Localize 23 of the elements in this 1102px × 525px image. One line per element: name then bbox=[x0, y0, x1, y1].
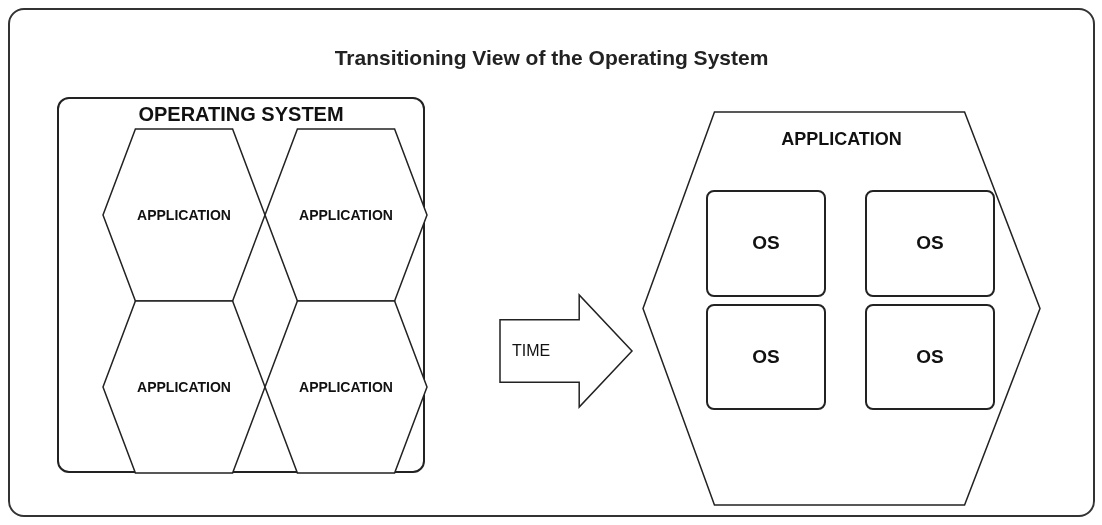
block-arrow bbox=[500, 295, 632, 407]
node-label: APPLICATION bbox=[299, 377, 393, 397]
node-label: APPLICATION bbox=[137, 205, 231, 225]
hexagon bbox=[103, 301, 265, 473]
system-panel bbox=[57, 97, 425, 473]
rounded-box bbox=[706, 304, 826, 410]
node-label: OS bbox=[916, 231, 944, 256]
rounded-box bbox=[865, 304, 995, 410]
node-label: TIME bbox=[512, 341, 551, 361]
node-label: OS bbox=[752, 344, 780, 369]
hexagon bbox=[265, 129, 427, 301]
rounded-box bbox=[865, 190, 995, 297]
rounded-box bbox=[706, 190, 826, 297]
node-label: OPERATING SYSTEM bbox=[138, 102, 344, 127]
node-label: APPLICATION bbox=[781, 128, 902, 151]
node-label: APPLICATION bbox=[299, 205, 393, 225]
hexagon bbox=[103, 129, 265, 301]
node-label: OS bbox=[916, 344, 944, 369]
hexagon bbox=[643, 112, 1040, 505]
node-label: APPLICATION bbox=[137, 377, 231, 397]
node-label: OS bbox=[752, 231, 780, 256]
hexagon bbox=[265, 301, 427, 473]
diagram-title: Transitioning View of the Operating System bbox=[333, 45, 770, 71]
